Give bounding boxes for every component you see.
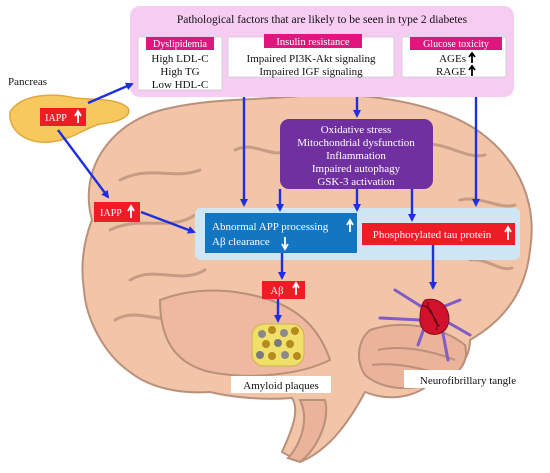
up-arrow-icon — [468, 51, 476, 63]
up-arrow-icon — [292, 281, 300, 295]
glucose-toxicity-header-bg — [410, 37, 502, 50]
iapp-pancreas-label: IAPP — [45, 113, 67, 124]
amyloid-plaques-label: Amyloid plaques — [243, 380, 318, 392]
up-arrow-icon — [127, 204, 135, 218]
iapp-mid-box — [94, 202, 140, 222]
up-arrow-icon — [74, 109, 82, 123]
neurofibrillary-tangle-label: Neurofibrillary tangle — [420, 375, 516, 387]
up-arrow-icon — [468, 64, 476, 76]
arrow-iapp-to-band — [140, 210, 196, 234]
pancreas-label: Pancreas — [8, 76, 47, 88]
glucose-toxicity-header: Glucose toxicity — [423, 39, 489, 50]
insulin-resistance-item-2: Impaired IGF signaling — [259, 66, 363, 78]
glucose-toxicity-item-2: RAGE — [436, 66, 466, 78]
down-arrow-icon — [281, 237, 289, 251]
dyslipidemia-header-bg — [146, 37, 214, 50]
abeta-label: Aβ — [271, 286, 284, 297]
glucose-toxicity-item-1: AGEs — [439, 53, 466, 65]
insulin-resistance-header-bg — [264, 34, 362, 48]
insulin-resistance-item-1: Impaired PI3K-Akt signaling — [247, 53, 376, 65]
cellular-stress-box — [280, 119, 433, 189]
abeta-box — [262, 281, 305, 299]
abeta-clearance-label: Aβ clearance — [212, 236, 270, 248]
stress-item-5: GSK-3 activation — [317, 176, 395, 188]
amyloid-plaque-icon — [251, 323, 305, 367]
tau-protein-box — [362, 223, 515, 245]
app-processing-label: Abnormal APP processing — [212, 221, 329, 233]
insulin-resistance-header: Insulin resistance — [276, 37, 350, 48]
flow-arrows — [57, 82, 480, 323]
dyslipidemia-item-2: High TG — [160, 66, 199, 78]
tangle-label-bg — [404, 370, 532, 388]
dyslipidemia-header: Dyslipidemia — [153, 39, 207, 50]
stress-item-1: Oxidative stress — [321, 124, 392, 136]
stress-item-4: Impaired autophagy — [312, 163, 401, 175]
pathological-factors-title: Pathological factors that are likely to … — [177, 14, 468, 26]
dyslipidemia-item-3: Low HDL-C — [152, 79, 209, 91]
dyslipidemia-item-1: High LDL-C — [151, 53, 208, 65]
app-processing-box — [205, 213, 357, 253]
arrow-pancreas-to-iapp — [57, 129, 110, 199]
up-arrow-icon — [346, 218, 354, 232]
neurofibrillary-tangle-icon — [378, 288, 472, 362]
stress-item-3: Inflammation — [326, 150, 386, 162]
iapp-mid-label: IAPP — [100, 208, 122, 219]
tau-protein-label: Phosphorylated tau protein — [373, 229, 492, 241]
amyloid-label-bg — [231, 376, 331, 393]
up-arrow-icon — [504, 225, 512, 240]
iapp-pancreas-box — [40, 108, 86, 126]
arrow-pancreas-to-factors — [87, 82, 134, 105]
stress-item-2: Mitochondrial dysfunction — [297, 137, 415, 149]
